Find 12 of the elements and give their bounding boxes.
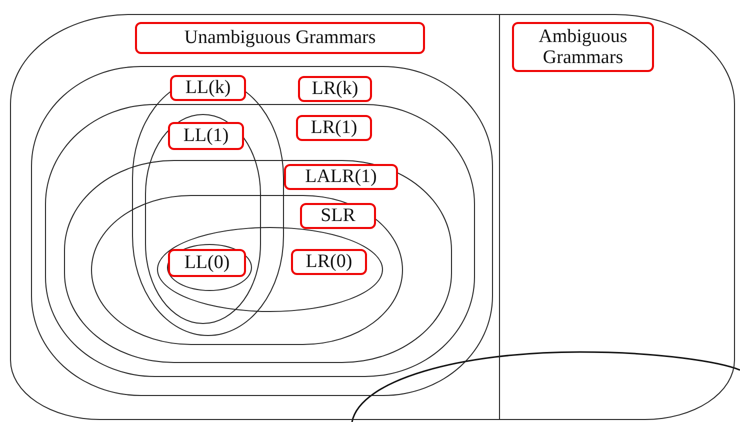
set-label: LALR(1) [284, 164, 398, 190]
set-label: LL(0) [168, 249, 246, 277]
set-label: LR(1) [296, 115, 372, 141]
set-label: SLR [300, 203, 376, 229]
set-label: LL(k) [170, 75, 246, 101]
set-label: Ambiguous Grammars [512, 22, 654, 72]
set-label: LR(k) [298, 76, 372, 102]
set-label: LL(1) [168, 122, 244, 150]
set-outline [167, 244, 252, 291]
set-label: Unambiguous Grammars [135, 22, 425, 54]
set-label: LR(0) [291, 249, 367, 275]
region-panel [499, 14, 735, 420]
